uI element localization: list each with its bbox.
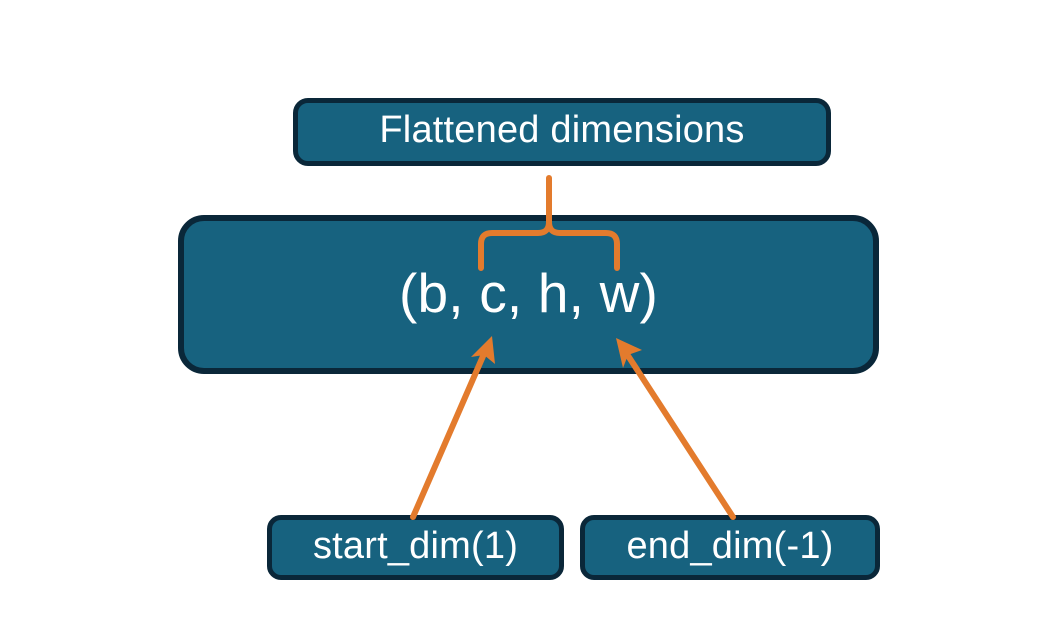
node-tensor-shape[interactable]: (b, c, h, w) (178, 215, 879, 374)
node-flattened-dimensions-label: Flattened dimensions (379, 109, 745, 152)
node-end-dim-label: end_dim(-1) (626, 524, 834, 567)
node-start-dim-label: start_dim(1) (312, 524, 519, 567)
node-tensor-shape-label: (b, c, h, w) (398, 261, 659, 324)
node-flattened-dimensions[interactable]: Flattened dimensions (293, 98, 831, 166)
node-start-dim[interactable]: start_dim(1) (267, 515, 564, 580)
node-end-dim[interactable]: end_dim(-1) (580, 515, 880, 580)
